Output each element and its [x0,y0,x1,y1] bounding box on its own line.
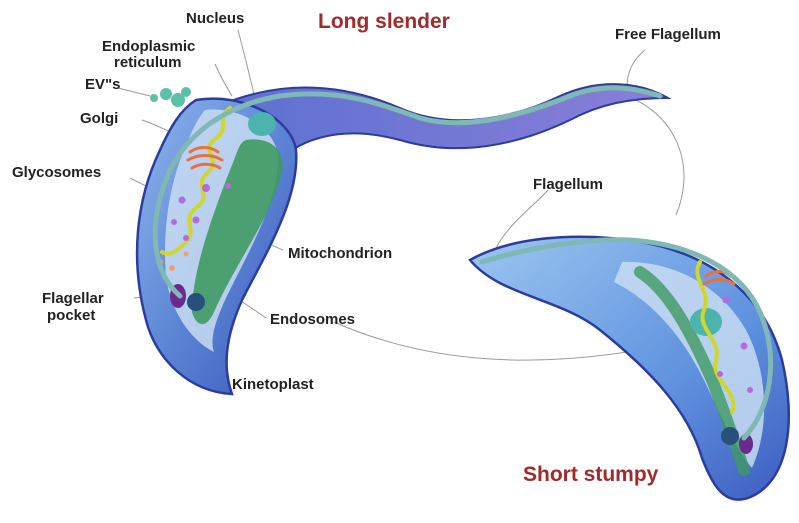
kinetoplast [187,293,205,311]
free-flagellum-arc [632,98,684,215]
er-label-line1: Endoplasmic [102,38,195,55]
extracellular-vesicles [150,87,191,107]
er-leader-line [215,64,232,96]
flagellar-pocket-label-line2: pocket [47,307,95,324]
evs-leader-line [118,88,150,96]
nucleus-label: Nucleus [186,10,244,27]
long-slender-title: Long slender [318,10,450,34]
short-stumpy-kinetoplast [721,427,739,445]
golgi-label: Golgi [80,110,118,127]
kinetoplast-label: Kinetoplast [232,376,314,393]
short-stumpy-cell [470,237,789,500]
free-flagellum-label: Free Flagellum [615,26,721,43]
endosomes-label: Endosomes [270,311,355,328]
nucleus [248,112,276,136]
flagellar-pocket-label-line1: Flagellar [42,290,104,307]
short-stumpy-title: Short stumpy [523,463,658,487]
flagellum-label: Flagellum [533,176,603,193]
mitochondrion-label: Mitochondrion [288,245,392,262]
mitochondrion-to-stumpy-line [334,322,640,360]
glycosomes-label: Glycosomes [12,164,101,181]
er-label-line2: reticulum [114,54,182,71]
evs-label: EV"s [85,76,120,93]
